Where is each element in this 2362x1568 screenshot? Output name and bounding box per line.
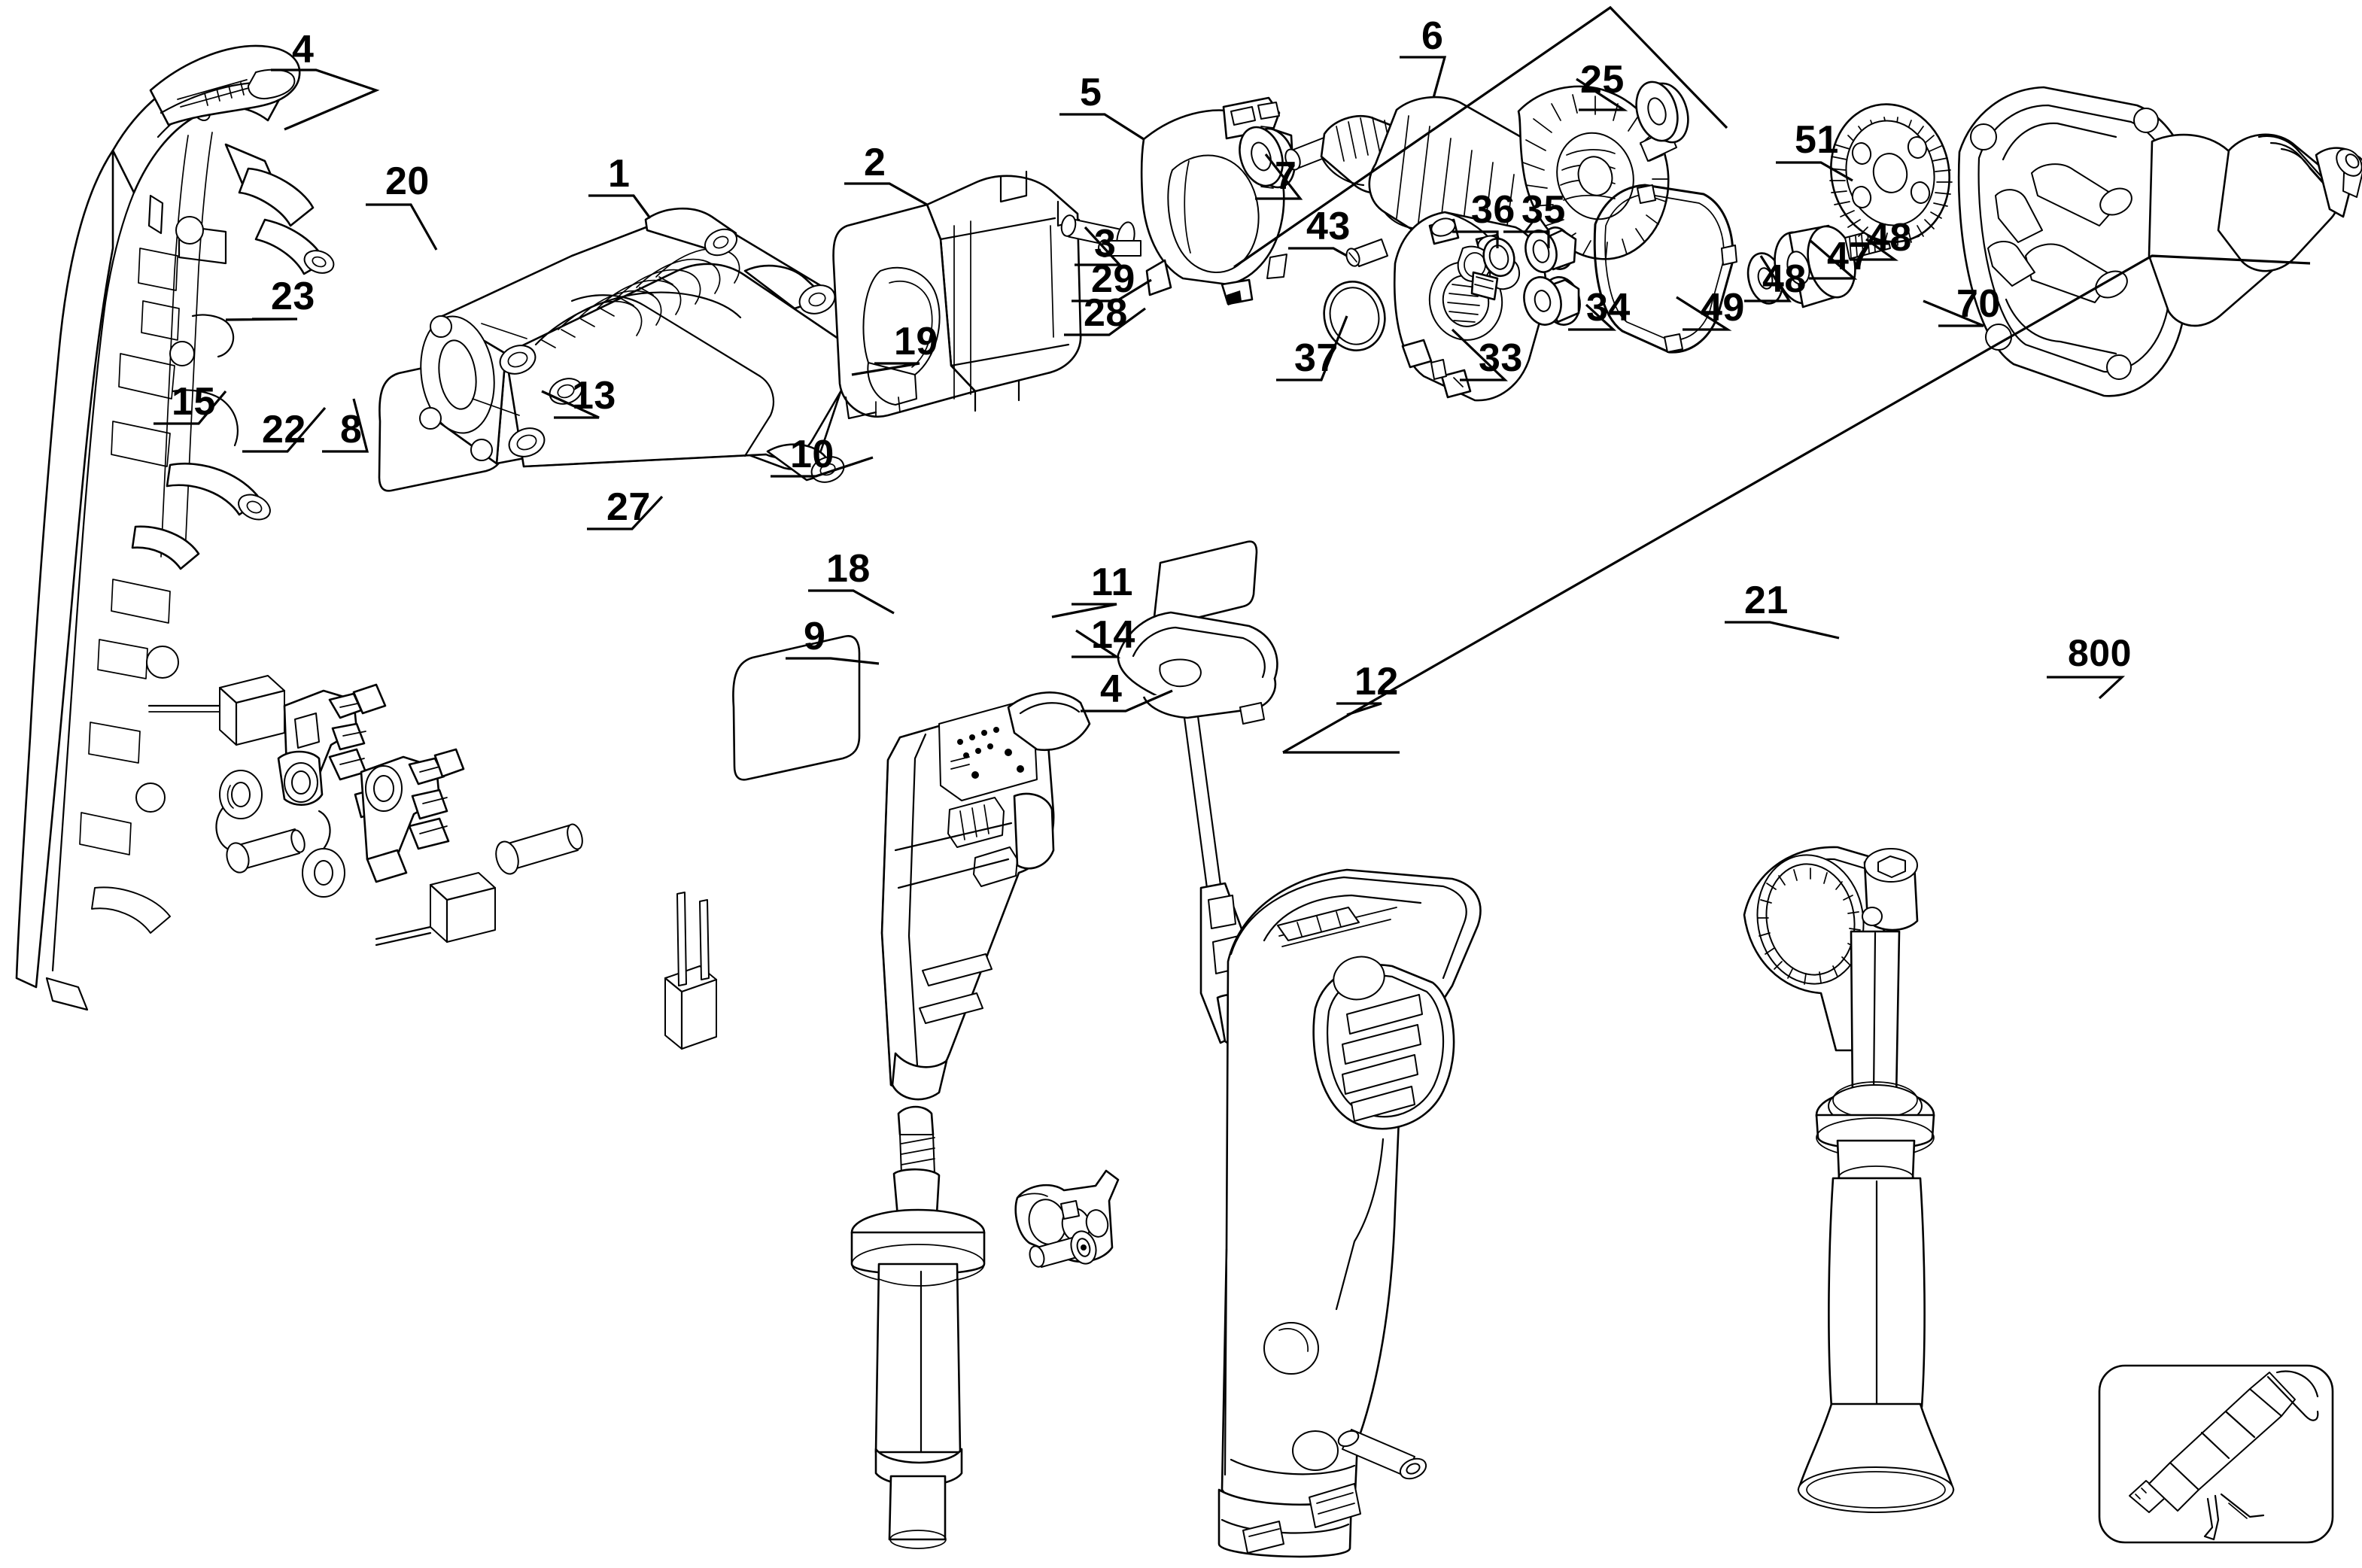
- baffle-plate: [1098, 96, 1294, 305]
- callout-12: 12: [1354, 660, 1399, 703]
- callout-2: 2: [864, 141, 886, 184]
- bushing-item34: [1523, 276, 1581, 326]
- callout-6: 6: [1421, 14, 1444, 58]
- terminal-block-item27: [664, 892, 718, 1050]
- callout-11: 11: [1091, 561, 1133, 604]
- callout-29: 29: [1091, 257, 1135, 301]
- callout-14: 14: [1091, 613, 1135, 657]
- callout-4-low: 4: [1100, 667, 1123, 711]
- ball-bearing-item7: [1239, 126, 1296, 189]
- callout-5: 5: [1080, 71, 1102, 114]
- callout-18: 18: [826, 547, 871, 591]
- carbon-brush-upper: [147, 675, 286, 746]
- vent-slots: [1342, 994, 1423, 1122]
- callout-27: 27: [606, 485, 651, 529]
- callout-21: 21: [1744, 579, 1789, 622]
- bearing-seat-ribs: [1447, 284, 1480, 323]
- sleeve-bearing-item35: [1525, 226, 1577, 273]
- callout-4-top: 4: [292, 28, 315, 71]
- brush-cap-screw-item13: [495, 823, 583, 875]
- callout-10: 10: [790, 433, 834, 476]
- fan-blades: [1522, 94, 1668, 260]
- grease-gun-tool: [2129, 1370, 2319, 1541]
- cooling-fins: [534, 248, 742, 348]
- armature-rotor: [1284, 85, 1677, 266]
- callout-34: 34: [1586, 286, 1631, 330]
- brush-assembly-group: [147, 675, 583, 947]
- leader-lines: [154, 5, 2311, 754]
- callout-8: 8: [340, 408, 363, 451]
- field-stator: [832, 170, 1082, 420]
- callout-13: 13: [572, 374, 616, 418]
- callout-36: 36: [1471, 188, 1515, 232]
- service-kit-inset-box: [2098, 1364, 2334, 1544]
- side-handle-item21: [1743, 846, 1955, 1513]
- callout-33: 33: [1479, 336, 1523, 380]
- callout-28: 28: [1084, 291, 1128, 335]
- pcb-components: [950, 727, 1024, 779]
- callout-7: 7: [1275, 154, 1297, 198]
- brush-spring-lower: [302, 810, 345, 898]
- callout-1: 1: [608, 152, 631, 196]
- trigger-switch-item10: [880, 691, 1091, 1101]
- brush-spring-upper: [215, 770, 263, 850]
- spindle-gear-item51: [1829, 103, 1953, 246]
- handle-screw-item12: [1337, 1429, 1427, 1480]
- callout-47: 47: [1827, 235, 1871, 278]
- callout-23: 23: [271, 275, 315, 318]
- clamp-screw-item14: [1029, 1230, 1097, 1268]
- washer-item25: [1635, 81, 1689, 144]
- spline-teeth: [1849, 229, 1882, 258]
- knob-threads: [901, 1137, 935, 1165]
- callout-37: 37: [1294, 336, 1339, 380]
- callout-22: 22: [262, 408, 306, 451]
- callout-15: 15: [172, 380, 216, 424]
- callout-3: 3: [1094, 222, 1117, 266]
- brush-cap-item15: [226, 828, 306, 874]
- gearcase-cover-plate: [1393, 211, 1547, 402]
- callout-20: 20: [385, 160, 430, 203]
- callout-9: 9: [804, 615, 826, 658]
- callout-48-b: 48: [1762, 257, 1807, 301]
- left-housing-shell: [15, 44, 335, 1011]
- callout-19: 19: [894, 320, 938, 363]
- callout-48-a: 48: [1868, 216, 1912, 260]
- brush-holder-lower: [360, 748, 465, 883]
- motor-housing-assembly: [419, 207, 861, 483]
- set-screw-item43: [1345, 239, 1388, 267]
- callout-49: 49: [1701, 286, 1745, 330]
- main-handle-item4: [1217, 868, 1482, 1558]
- depth-stop-assembly: [850, 1105, 986, 1549]
- rotor-laminations: [1396, 115, 1515, 266]
- carbon-brush-lower: [375, 872, 497, 947]
- gearcase-gasket: [1593, 184, 1737, 354]
- callout-51: 51: [1795, 118, 1839, 162]
- rating-label-plate: [732, 635, 861, 781]
- callout-800: 800: [2068, 632, 2132, 674]
- callout-35: 35: [1521, 188, 1566, 232]
- callout-43: 43: [1306, 205, 1351, 248]
- retaining-ring-item36: [1482, 237, 1515, 278]
- callout-70: 70: [1956, 282, 2001, 326]
- callout-25: 25: [1580, 58, 1625, 102]
- gearcase-assembly-item70: [1957, 86, 2362, 397]
